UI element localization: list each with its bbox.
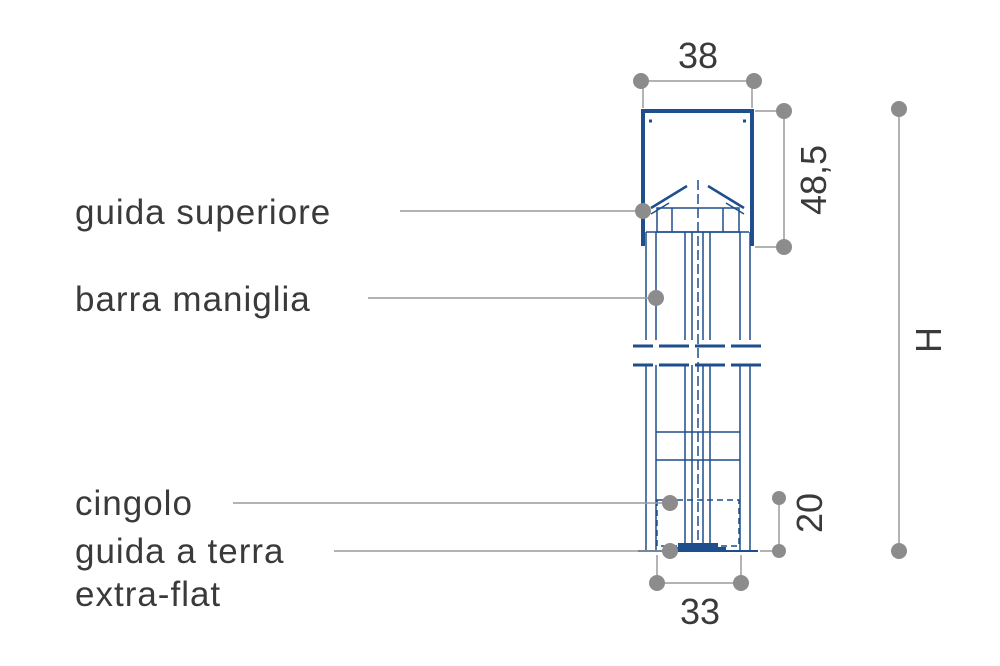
dim-bottom-width-value: 33 — [680, 591, 720, 632]
label-belt: cingolo — [75, 484, 193, 523]
break-lines — [633, 344, 766, 367]
label-top-rail: guida superiore — [75, 193, 331, 232]
label-floor-rail-line2: extra-flat — [75, 575, 221, 614]
dimension-lines — [633, 73, 907, 591]
leader-belt — [233, 495, 678, 511]
dim-belt-height-value: 20 — [789, 493, 830, 533]
dim-top-width-value: 38 — [678, 35, 718, 76]
dim-overall-height-value: H — [908, 327, 949, 353]
dimension-top-height — [755, 103, 792, 255]
label-handle-bar: barra maniglia — [75, 280, 311, 319]
callout-leaders — [233, 203, 678, 559]
dimension-belt-height — [760, 491, 786, 558]
dim-top-height-value: 48,5 — [793, 145, 834, 215]
dimension-overall-height — [891, 101, 907, 559]
profile-section — [633, 109, 766, 552]
door-leaf-upper — [645, 232, 751, 340]
label-floor-rail-line1: guida a terra — [75, 532, 285, 571]
leader-handle-bar — [368, 290, 664, 306]
dimension-bottom-width — [649, 555, 749, 591]
leader-top-rail — [400, 203, 651, 219]
dimension-top-width — [633, 73, 762, 108]
top-rail-profile — [641, 109, 754, 246]
leader-floor-rail — [334, 543, 678, 559]
